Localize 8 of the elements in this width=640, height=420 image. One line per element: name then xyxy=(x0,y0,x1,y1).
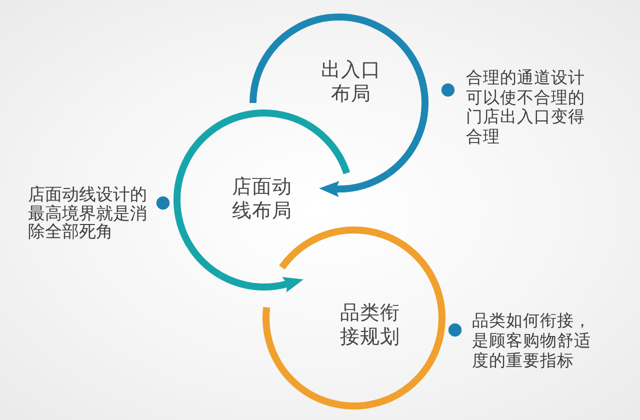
note-text: 合理的通道设计可以使不合理的门店出入口变得合理 xyxy=(466,68,586,147)
note-text: 品类如何衔接，是顾客购物舒适度的重要指标 xyxy=(472,311,592,371)
curved-arrow xyxy=(218,272,304,292)
node-label: 出入口布局 xyxy=(320,58,382,106)
node-label: 店面动线布局 xyxy=(231,175,293,223)
node-label: 品类衔接规划 xyxy=(339,301,401,349)
note-text: 店面动线设计的最高境界就是消除全部死角 xyxy=(28,186,148,242)
curved-arrow xyxy=(318,170,390,197)
